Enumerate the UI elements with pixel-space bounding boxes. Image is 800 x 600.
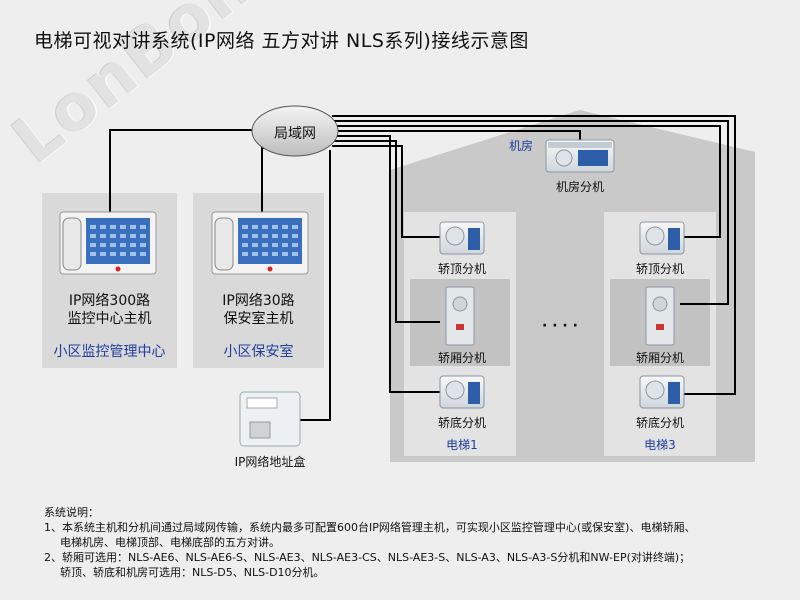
lan-ellipse (251, 105, 339, 157)
center-area-label: 小区监控管理中心 (53, 344, 166, 360)
address-box-device (239, 391, 301, 447)
machine-room-area-label: 机房 (508, 139, 533, 153)
page-title: 电梯可视对讲系统(IP网络 五方对讲 NLS系列)接线示意图 (34, 30, 529, 52)
notes-heading: 系统说明： (44, 506, 99, 519)
elevator1-name: 电梯1 (446, 438, 478, 452)
notes-line-2: 电梯机房、电梯顶部、电梯底部的五方对讲。 (60, 536, 280, 549)
notes-line-4: 轿顶、轿底和机房可选用：NLS-D5、NLS-D10分机。 (60, 566, 325, 579)
center-host-label-1: IP网络300路 (68, 293, 151, 309)
elevator3-car-label: 轿厢分机 (635, 351, 684, 365)
system-notes: 系统说明： 1、本系统主机和分机间通过局域网传输，系统内最多可配置600台IP网… (44, 505, 695, 580)
security-host-device (211, 211, 309, 275)
notes-line-3: 2、轿厢可选用：NLS-AE6、NLS-AE6-S、NLS-AE3、NLS-AE… (44, 551, 691, 564)
elevator3-name: 电梯3 (644, 438, 676, 452)
elevator1-car-label: 轿厢分机 (437, 351, 486, 365)
center-host-device (59, 211, 157, 275)
elevator1-top-label: 轿顶分机 (437, 262, 486, 276)
machine-room-device (545, 139, 615, 173)
lan-label: 局域网 (274, 126, 316, 142)
elevator3-top-device (639, 221, 685, 255)
elevator3-pit-label: 轿底分机 (635, 416, 684, 430)
elevator3-car-device (645, 286, 675, 346)
security-area-label: 小区保安室 (223, 344, 294, 360)
more-elevators-ellipsis: · · · · (542, 318, 578, 334)
security-host-label-1: IP网络30路 (222, 293, 295, 309)
elevator1-pit-device (439, 375, 485, 409)
network-wires (109, 115, 736, 421)
elevator1-pit-label: 轿底分机 (437, 416, 486, 430)
security-host-label-2: 保安室主机 (223, 311, 294, 327)
elevator3-top-label: 轿顶分机 (635, 262, 684, 276)
address-box-label: IP网络地址盒 (234, 455, 306, 469)
elevator3-pit-device (639, 375, 685, 409)
machine-room-device-label: 机房分机 (555, 180, 604, 194)
notes-line-1: 1、本系统主机和分机间通过局域网传输，系统内最多可配置600台IP网络管理主机，… (44, 521, 696, 534)
elevator1-car-device (445, 286, 475, 346)
elevator1-top-device (439, 221, 485, 255)
center-host-label-2: 监控中心主机 (67, 311, 152, 327)
